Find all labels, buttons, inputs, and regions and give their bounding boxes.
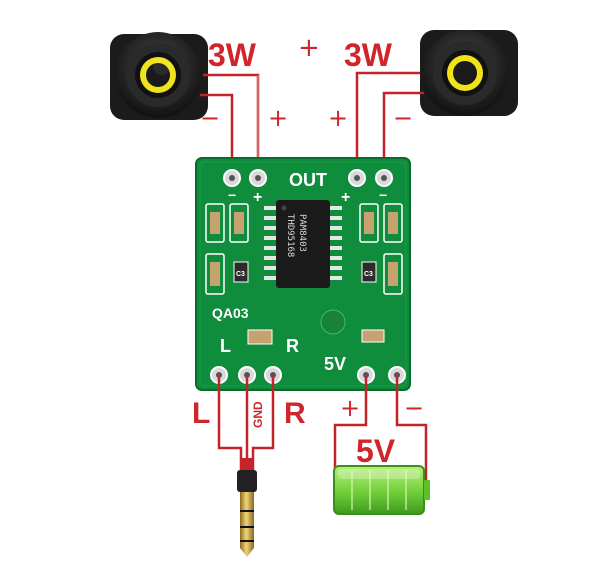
- right-speaker-plus-sign: +: [328, 104, 348, 132]
- left-speaker-power-label: 3W: [208, 37, 257, 73]
- left-speaker-minus-sign: −: [200, 104, 220, 132]
- left-speaker-plus-sign: +: [268, 104, 288, 132]
- right-small-part-label: C3: [364, 271, 373, 278]
- amplifier-chip: [264, 200, 342, 288]
- power-input-wires: [333, 375, 428, 480]
- board-out-plus-right: +: [341, 189, 350, 206]
- speaker-wires: [200, 71, 424, 172]
- audio-left-label: L: [192, 397, 210, 430]
- board-model-label: QA03: [212, 305, 249, 321]
- power-minus-sign: −: [404, 394, 424, 422]
- right-capacitors: [359, 203, 403, 295]
- board-out-minus-right: −: [379, 187, 387, 203]
- right-speaker-minus-sign: −: [393, 104, 413, 132]
- board-pad-r-label: R: [286, 336, 299, 356]
- right-speaker: [420, 30, 518, 116]
- board-out-minus-left: −: [228, 187, 236, 203]
- left-capacitors: [205, 203, 249, 295]
- board-out-plus-left: +: [253, 189, 262, 206]
- board-out-label: OUT: [289, 170, 327, 190]
- chip-marking-line2: THD95168: [285, 214, 295, 257]
- audio-gnd-label: GND: [251, 401, 265, 428]
- power-plus-sign: +: [340, 394, 360, 422]
- chip-marking-line1: PAM8403: [297, 214, 307, 252]
- left-small-part-label: C3: [236, 271, 245, 278]
- board-pad-l-label: L: [220, 336, 231, 356]
- output-pads: [223, 169, 393, 187]
- audio-right-label: R: [284, 397, 306, 430]
- amplifier-board: OUT − + + − C3 C3: [195, 157, 411, 391]
- audio-jack-plug: [237, 458, 257, 557]
- left-speaker: [110, 32, 208, 120]
- between-speakers-plus: +: [298, 33, 320, 63]
- power-voltage-label: 5V: [356, 433, 396, 469]
- battery-icon: [333, 465, 430, 515]
- right-speaker-power-label: 3W: [344, 37, 393, 73]
- board-5v-label: 5V: [324, 354, 346, 374]
